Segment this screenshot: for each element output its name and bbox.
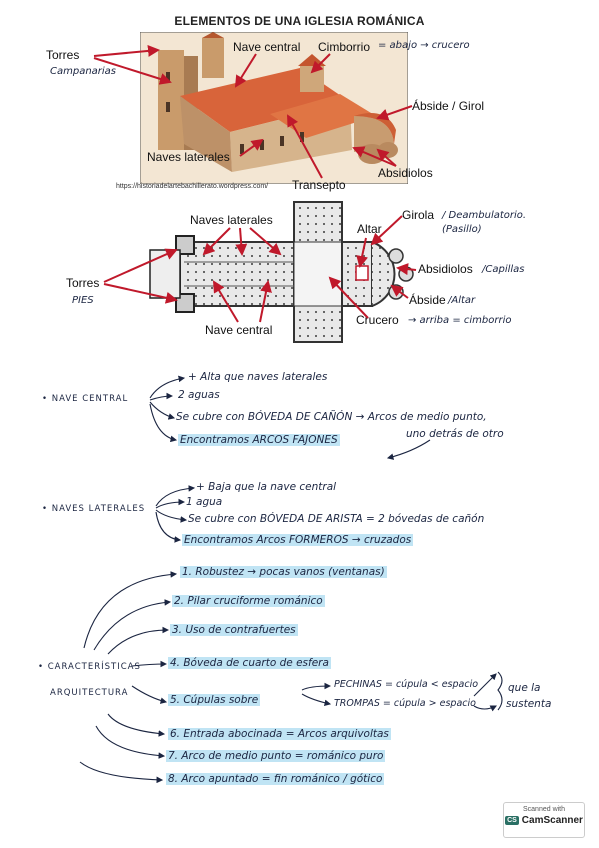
label-naves-laterales-photo: Naves laterales (147, 150, 230, 164)
label-nave-central-photo: Nave central (233, 40, 301, 54)
scanned-with-text: Scanned with (522, 806, 566, 813)
heading-arquitectura: ARQUITECTURA (50, 688, 129, 698)
label-torres-plan: Torres (66, 276, 100, 290)
note-nave-central-5: Encontramos ARCOS FAJONES (178, 434, 340, 446)
highlight-arcos-fajones: Encontramos ARCOS FAJONES (178, 434, 340, 446)
floor-plan (149, 201, 414, 343)
note-deambulatorio: / Deambulatorio. (Pasillo) (442, 210, 527, 235)
note-campanarias: Campanarias (50, 66, 117, 77)
camscanner-logo-icon: CS (505, 815, 519, 825)
heading-naves-laterales: • NAVES LATERALES (42, 504, 146, 514)
note-naves-laterales-2: 1 agua (186, 496, 223, 508)
note-caract-2: 2. Pilar cruciforme románico (172, 595, 325, 607)
label-cimborrio: Cimborrio (318, 40, 371, 54)
document-title: ELEMENTOS DE UNA IGLESIA ROMÁNICA (174, 14, 425, 28)
note-que-la: que la (508, 682, 541, 694)
highlight-arcos-formeros: Encontramos Arcos FORMEROS → cruzados (182, 534, 414, 546)
note-caract-8: 8. Arco apuntado = fin románico / gótico (166, 773, 385, 785)
note-pies: PIES (72, 295, 94, 306)
heading-caracteristicas: • CARACTERÍSTICAS (38, 662, 141, 672)
note-pechinas: PECHINAS = cúpula < espacio (334, 679, 479, 690)
label-abside-girol: Ábside / Girol (412, 99, 485, 113)
heading-nave-central: • NAVE CENTRAL (42, 394, 129, 404)
highlight-boveda: 4. Bóveda de cuarto de esfera (168, 657, 331, 669)
highlight-entrada: 6. Entrada abocinada = Arcos arquivoltas (168, 728, 391, 740)
label-absidiolos-photo: Absidiolos (378, 166, 433, 180)
note-cimborrio: = abajo → crucero (378, 40, 470, 51)
note-nave-central-1: + Alta que naves laterales (188, 371, 328, 383)
label-altar: Altar (357, 222, 382, 236)
note-caract-7: 7. Arco de medio punto = románico puro (166, 750, 386, 762)
source-url: https://historiadelartebachillerato.word… (116, 183, 269, 190)
note-nave-central-4: uno detrás de otro (406, 428, 504, 440)
note-trompas: TROMPAS = cúpula > espacio (334, 698, 476, 709)
note-caract-6: 6. Entrada abocinada = Arcos arquivoltas (168, 728, 391, 740)
label-absidiolos-plan: Absidiolos (418, 262, 473, 276)
label-transepto: Transepto (292, 178, 346, 192)
note-crucero: → arriba = cimborrio (408, 315, 512, 326)
note-naves-laterales-1: + Baja que la nave central (196, 481, 337, 493)
label-abside-plan: Ábside (409, 293, 446, 307)
note-capillas: /Capillas (482, 264, 525, 275)
note-altar: /Altar (448, 295, 476, 306)
highlight-robustez: 1. Robustez → pocas vanos (ventanas) (180, 566, 387, 578)
note-naves-laterales-3: Se cubre con BÓVEDA DE ARISTA = 2 bóveda… (188, 513, 485, 525)
camscanner-name: CamScanner (521, 815, 583, 826)
highlight-cupulas: 5. Cúpulas sobre (168, 694, 261, 706)
note-nave-central-2: 2 aguas (178, 389, 220, 401)
note-caract-3: 3. Uso de contrafuertes (170, 624, 298, 636)
label-naves-laterales-plan: Naves laterales (190, 213, 273, 227)
label-torres: Torres (46, 48, 80, 62)
label-nave-central-plan: Nave central (205, 323, 273, 337)
note-caract-4: 4. Bóveda de cuarto de esfera (168, 657, 331, 669)
note-caract-5: 5. Cúpulas sobre (168, 694, 261, 706)
label-girola: Girola (402, 208, 435, 222)
highlight-medio-punto: 7. Arco de medio punto = románico puro (166, 750, 386, 762)
note-nave-central-3: Se cubre con BÓVEDA DE CAÑÓN → Arcos de … (176, 411, 487, 423)
highlight-pilar: 2. Pilar cruciforme románico (172, 595, 325, 607)
highlight-contrafuertes: 3. Uso de contrafuertes (170, 624, 298, 636)
highlight-apuntado: 8. Arco apuntado = fin románico / gótico (166, 773, 385, 785)
note-caract-1: 1. Robustez → pocas vanos (ventanas) (180, 566, 387, 578)
note-naves-laterales-4: Encontramos Arcos FORMEROS → cruzados (182, 534, 414, 546)
note-sustenta: sustenta (506, 698, 552, 710)
